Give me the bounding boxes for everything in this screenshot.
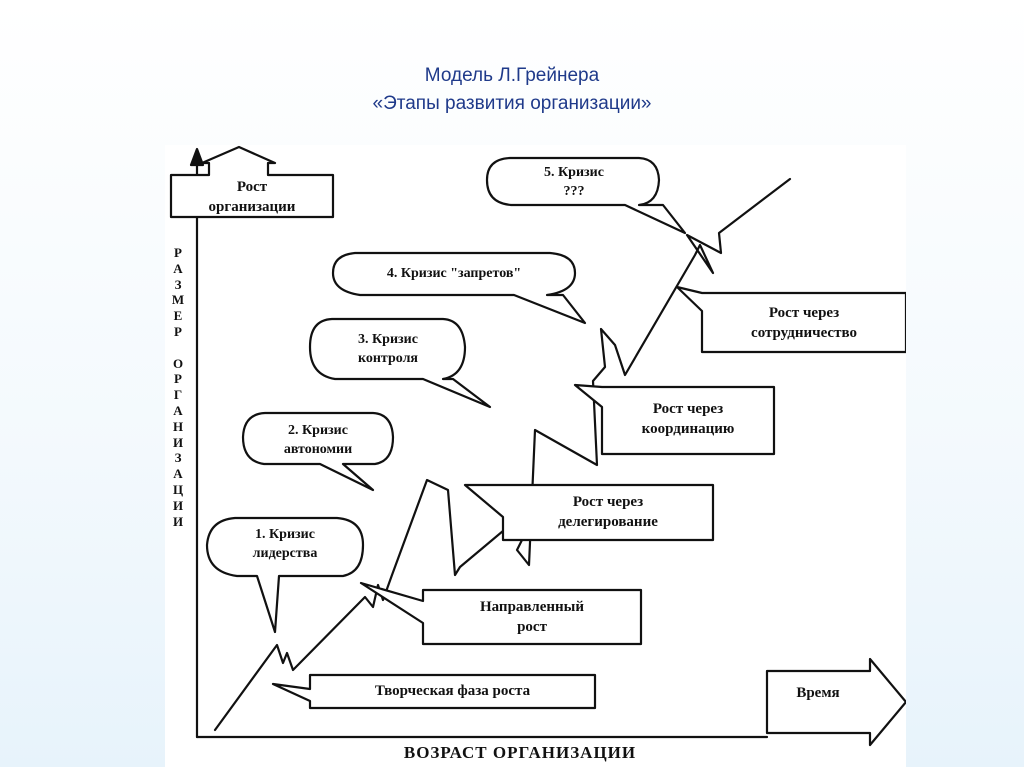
crisis-2-line-1: 2. Кризис bbox=[288, 423, 348, 438]
phase-5-line-2: сотрудничество bbox=[751, 325, 857, 341]
phase-1-label: Творческая фаза роста bbox=[312, 681, 593, 701]
title-line-1: Модель Л.Грейнера bbox=[424, 65, 600, 86]
phase-4-label: Рост через координацию bbox=[604, 399, 772, 439]
y-axis-box bbox=[169, 145, 335, 219]
greiner-diagram: Рост организации Время 1. Кризис лидерст… bbox=[165, 145, 906, 767]
phase-5-line-1: Рост через bbox=[768, 305, 840, 321]
title-line-2: «Этапы развития организации» bbox=[372, 93, 652, 114]
phase-4-line-2: координацию bbox=[641, 421, 735, 437]
y-axis-box-label: Рост организации bbox=[173, 177, 331, 217]
crisis-bubble-4 bbox=[331, 251, 587, 325]
phase-3-label: Рост через делегирование bbox=[505, 492, 711, 532]
crisis-4-label: 4. Кризис "запретов" bbox=[335, 264, 573, 283]
diagram-graphics bbox=[169, 145, 906, 747]
crisis-bubble-2 bbox=[241, 411, 395, 492]
crisis-4-line-1: 4. Кризис "запретов" bbox=[386, 266, 522, 281]
crisis-2-label: 2. Кризис автономии bbox=[245, 421, 391, 459]
phase-box-5 bbox=[675, 285, 906, 354]
phase-3-line-1: Рост через bbox=[572, 494, 644, 510]
crisis-bubble-1 bbox=[205, 516, 365, 634]
phase-box-3 bbox=[463, 483, 715, 542]
crisis-3-line-2: контроля bbox=[357, 351, 419, 366]
crisis-2-line-2: автономии bbox=[283, 442, 353, 457]
y-axis-box-line-2: организации bbox=[208, 199, 296, 215]
crisis-3-line-1: 3. Кризис bbox=[358, 332, 418, 347]
phase-4-line-1: Рост через bbox=[652, 401, 724, 417]
y-axis-arrowhead bbox=[189, 147, 205, 167]
phase-1-line-1: Творческая фаза роста bbox=[374, 683, 531, 699]
crisis-3-label: 3. Кризис контроля bbox=[313, 330, 463, 368]
phase-2-line-1: Направленный bbox=[479, 599, 585, 615]
phase-box-2 bbox=[359, 581, 643, 646]
slide-title: Модель Л.Грейнера «Этапы развития органи… bbox=[0, 62, 1024, 118]
phase-2-label: Направленный рост bbox=[425, 597, 639, 637]
y-axis-box-line-1: Рост bbox=[236, 179, 268, 195]
crisis-5-line-1: 5. Кризис bbox=[544, 165, 604, 180]
crisis-bubble-3 bbox=[308, 317, 492, 409]
phase-box-4 bbox=[573, 383, 776, 456]
phase-2-line-2: рост bbox=[517, 619, 547, 635]
x-axis-time-box bbox=[765, 657, 906, 747]
phase-5-label: Рост через сотрудничество bbox=[704, 303, 904, 343]
phase-box-1 bbox=[271, 673, 597, 710]
x-axis-label: ВОЗРАСТ ОРГАНИЗАЦИИ bbox=[403, 743, 637, 762]
crisis-1-label: 1. Кризис лидерства bbox=[211, 525, 359, 563]
crisis-1-line-2: лидерства bbox=[252, 546, 318, 561]
crisis-1-line-1: 1. Кризис bbox=[255, 527, 315, 542]
crisis-5-line-2: ??? bbox=[563, 184, 585, 199]
phase-3-line-2: делегирование bbox=[558, 514, 658, 530]
x-axis-time-label: Время bbox=[796, 685, 840, 701]
crisis-5-label: 5. Кризис ??? bbox=[491, 163, 657, 201]
crisis-bubble-5 bbox=[485, 156, 687, 235]
